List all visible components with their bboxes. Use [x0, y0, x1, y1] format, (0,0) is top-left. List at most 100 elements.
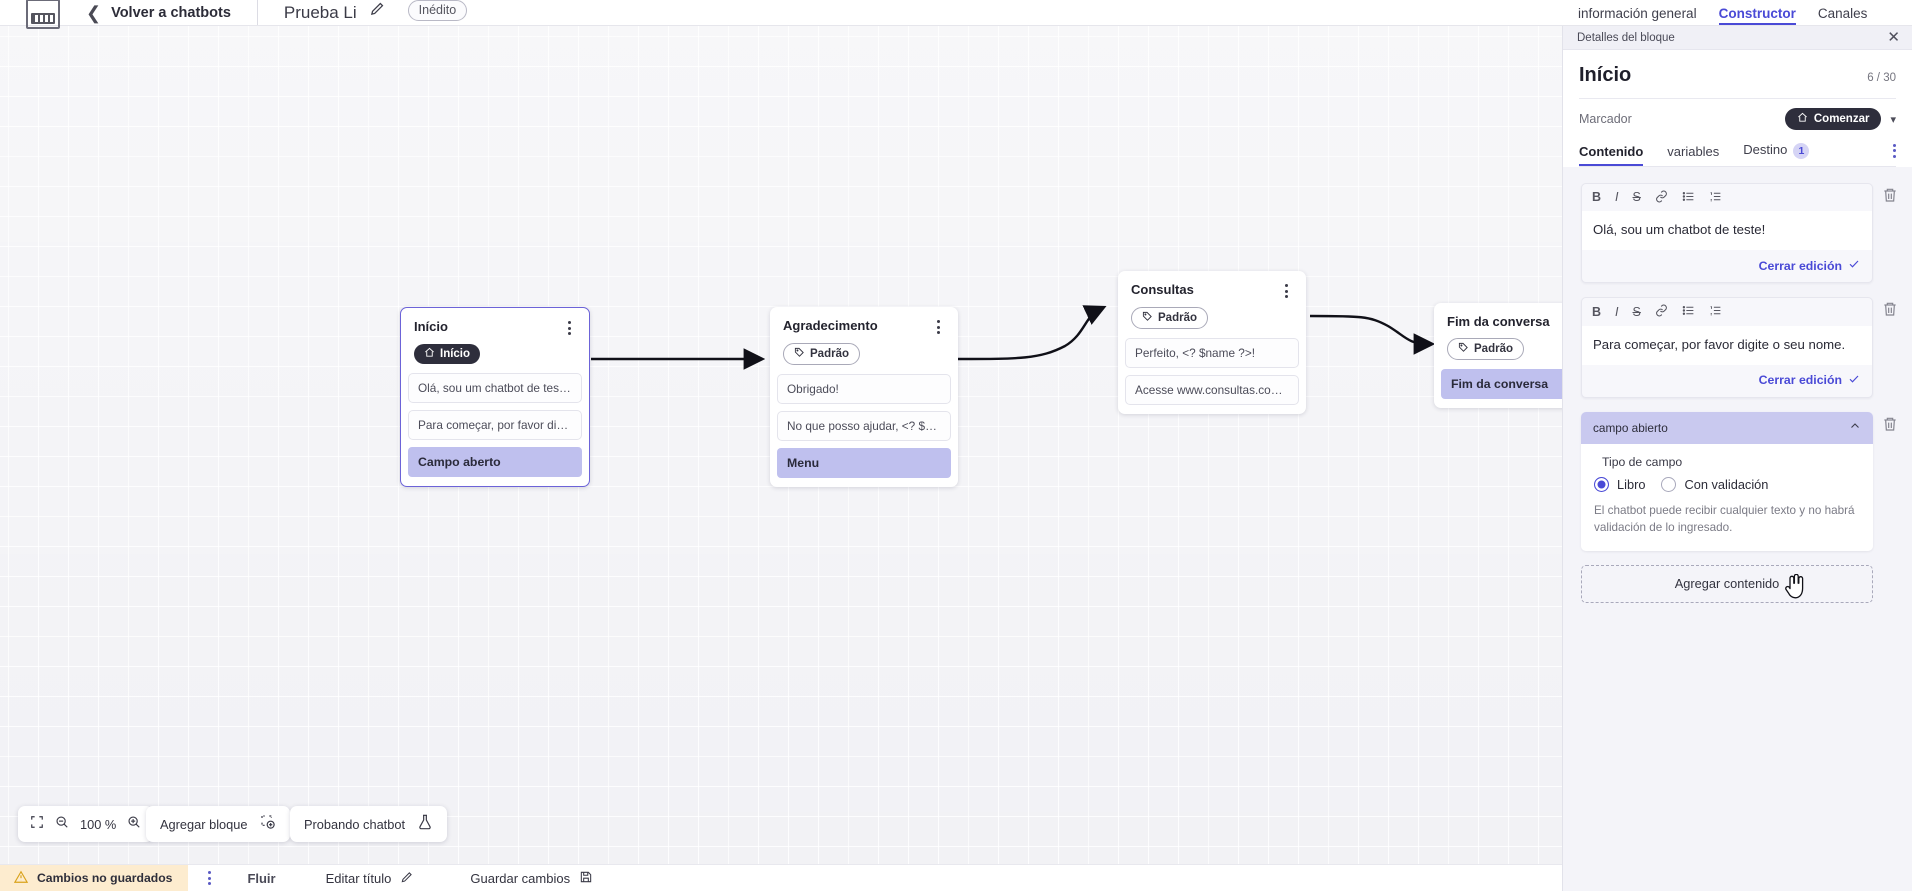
trash-icon[interactable]: [1882, 301, 1898, 317]
close-icon[interactable]: ✕: [1887, 29, 1900, 46]
trash-icon[interactable]: [1882, 187, 1898, 203]
node-body: Obrigado! No que posso ajudar, <? $name …: [770, 365, 958, 487]
marcador-label: Marcador: [1579, 112, 1632, 126]
panel-header: Início 6 / 30 Marcador Comenzar ▾: [1563, 50, 1912, 167]
close-edit-label: Cerrar edición: [1758, 258, 1842, 273]
radio-con-validacion[interactable]: Con validación: [1661, 476, 1768, 492]
node-input-field[interactable]: Fim da conversa: [1441, 369, 1562, 399]
node-menu-icon[interactable]: [1279, 282, 1293, 298]
field-hint: El chatbot puede recibir cualquier texto…: [1594, 503, 1855, 534]
node-body: Perfeito, <? $name ?>! Acesse www.consul…: [1118, 329, 1306, 414]
tab-canales[interactable]: Canales: [1817, 6, 1868, 21]
field-type-label: Tipo de campo: [1602, 454, 1683, 469]
back-to-chatbots-link[interactable]: Volver a chatbots: [111, 5, 231, 21]
chevron-down-icon[interactable]: ▾: [1890, 113, 1896, 126]
node-message[interactable]: Para começar, por favor digite o ...: [408, 410, 582, 440]
edit-title-pencil-icon[interactable]: [369, 0, 386, 22]
node-tag: Padrão: [783, 343, 860, 365]
node-header: Fim da conversa Padrão: [1434, 303, 1562, 360]
node-header: Agradecimento Padrão: [770, 307, 958, 365]
add-content-button[interactable]: Agregar contenido: [1581, 564, 1873, 603]
bullet-list-icon[interactable]: [1682, 304, 1695, 320]
fit-screen-icon[interactable]: [30, 815, 44, 834]
editor-footer: Cerrar edición: [1582, 250, 1872, 282]
panel-topbar: Detalles del bloque ✕: [1563, 26, 1912, 50]
strikethrough-icon[interactable]: S: [1632, 304, 1641, 319]
rich-text-editor[interactable]: B I S: [1581, 297, 1873, 398]
numbered-list-icon[interactable]: [1709, 190, 1722, 206]
unsaved-changes-label: Cambios no guardados: [37, 871, 173, 885]
node-menu-icon[interactable]: [931, 318, 945, 334]
close-edit-button[interactable]: Cerrar edición: [1759, 373, 1860, 388]
flow-node-consultas[interactable]: Consultas Padrão Perfeito, <? $name ?>! …: [1118, 271, 1306, 414]
flow-node-inicio[interactable]: Início Início Olá, sou um chatbot de tes…: [400, 307, 590, 487]
flow-canvas[interactable]: Início Início Olá, sou um chatbot de tes…: [0, 26, 1562, 864]
tab-fluir[interactable]: Fluir: [241, 867, 281, 890]
panel-topbar-title: Detalles del bloque: [1577, 31, 1675, 44]
radio-libro[interactable]: Libro: [1594, 476, 1646, 492]
flow-node-fim-da-conversa[interactable]: Fim da conversa Padrão Fim da conversa: [1434, 303, 1562, 408]
content-block-text-2: B I S: [1581, 297, 1898, 398]
top-right-tabs: información general Constructor Canales: [1562, 0, 1912, 26]
strikethrough-icon[interactable]: S: [1632, 190, 1641, 205]
node-title: Consultas: [1131, 282, 1194, 297]
node-tag: Padrão: [1131, 307, 1208, 329]
italic-icon[interactable]: I: [1615, 304, 1619, 319]
node-title: Fim da conversa: [1447, 314, 1550, 329]
editor-toolbar: B I S: [1582, 184, 1872, 212]
status-more-icon[interactable]: [208, 871, 212, 885]
tab-variables[interactable]: variables: [1667, 143, 1720, 159]
save-changes-button[interactable]: Guardar cambios: [470, 870, 593, 887]
editor-text[interactable]: Para começar, por favor digite o seu nom…: [1582, 325, 1872, 365]
field-type-radio-group: Libro Con validación: [1594, 476, 1860, 492]
link-icon[interactable]: [1655, 304, 1668, 320]
node-message[interactable]: No que posso ajudar, <? $name ...: [777, 411, 951, 441]
test-chatbot-button[interactable]: Probando chatbot: [290, 806, 448, 842]
add-block-button[interactable]: Agregar bloque: [146, 806, 290, 842]
open-field-header[interactable]: campo abierto: [1581, 411, 1873, 444]
back-chevron-icon[interactable]: ❮: [86, 3, 102, 23]
node-input-field[interactable]: Campo aberto: [408, 447, 582, 477]
bot-title: Prueba Li: [283, 3, 357, 22]
tab-contenido[interactable]: Contenido: [1579, 144, 1644, 166]
tab-informacion-general[interactable]: información general: [1578, 6, 1697, 21]
node-input-field[interactable]: Menu: [777, 448, 951, 478]
italic-icon[interactable]: I: [1615, 190, 1619, 205]
node-message[interactable]: Obrigado!: [777, 374, 951, 404]
flow-node-agradecimento[interactable]: Agradecimento Padrão Obrigado! No que po…: [770, 307, 958, 487]
close-edit-button[interactable]: Cerrar edición: [1759, 258, 1860, 273]
tab-constructor[interactable]: Constructor: [1718, 6, 1796, 25]
open-field-card[interactable]: campo abierto Tipo de campo Libro: [1581, 411, 1873, 551]
trash-icon[interactable]: [1882, 416, 1898, 432]
tab-destino[interactable]: Destino 1: [1743, 142, 1810, 166]
edit-title-button[interactable]: Editar título: [326, 870, 415, 887]
divider: [1579, 98, 1896, 99]
node-message[interactable]: Perfeito, <? $name ?>!: [1125, 338, 1299, 368]
radio-libro-label: Libro: [1617, 476, 1646, 492]
app-logo[interactable]: [26, 0, 60, 29]
destino-count-badge: 1: [1793, 142, 1810, 159]
tab-destino-label: Destino: [1743, 142, 1788, 157]
node-header: Início Início: [401, 308, 589, 364]
node-message[interactable]: Acesse www.consultas.com par...: [1125, 375, 1299, 405]
test-chatbot-label: Probando chatbot: [304, 816, 406, 832]
node-message[interactable]: Olá, sou um chatbot de teste!: [408, 373, 582, 403]
zoom-out-icon[interactable]: [55, 815, 69, 834]
link-icon[interactable]: [1655, 190, 1668, 206]
numbered-list-icon[interactable]: [1709, 304, 1722, 320]
content-block-campo-abierto: campo abierto Tipo de campo Libro: [1581, 411, 1898, 551]
pencil-icon: [400, 870, 414, 887]
chevron-up-icon[interactable]: [1849, 419, 1861, 437]
bold-icon[interactable]: B: [1592, 190, 1602, 205]
node-menu-icon[interactable]: [562, 319, 576, 335]
bold-icon[interactable]: B: [1592, 304, 1602, 319]
node-tag-label: Padrão: [1158, 312, 1197, 324]
zoom-in-icon[interactable]: [127, 815, 141, 834]
start-marker-pill[interactable]: Comenzar: [1784, 108, 1882, 130]
editor-text[interactable]: Olá, sou um chatbot de teste!: [1582, 211, 1872, 251]
bullet-list-icon[interactable]: [1682, 190, 1695, 206]
block-details-panel: Detalles del bloque ✕ Início 6 / 30 Marc…: [1562, 26, 1912, 891]
panel-more-icon[interactable]: [1893, 143, 1896, 158]
page-title: Início: [1579, 64, 1632, 86]
rich-text-editor[interactable]: B I S: [1581, 182, 1873, 284]
